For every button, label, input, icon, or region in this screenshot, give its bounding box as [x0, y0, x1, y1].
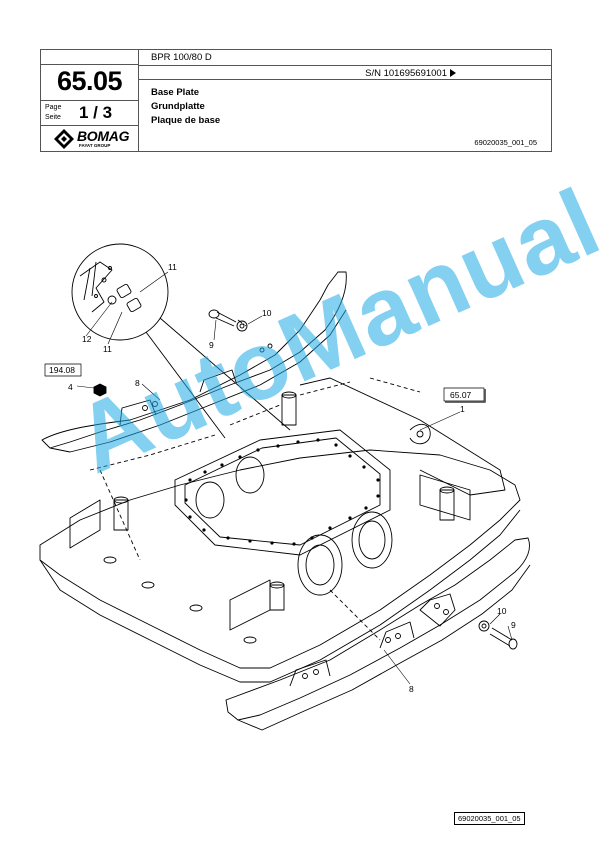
bomag-logo: BOMAG FAYAT GROUP	[53, 128, 133, 150]
callout-8-lower: 8	[409, 684, 414, 694]
nut-item-4	[93, 383, 107, 397]
title-stack: Base Plate Grundplatte Plaque de base	[151, 86, 220, 128]
callout-12: 12	[82, 334, 92, 344]
bomag-diamond-icon	[54, 129, 74, 149]
group-cell: 65.05 Page Seite 1 / 3 BOMAG FAYAT GROUP	[41, 50, 139, 151]
leader-lines	[76, 271, 513, 685]
page-indicator: Page Seite 1 / 3	[41, 100, 138, 126]
logo-wordmark: BOMAG	[77, 128, 130, 144]
title-fr: Plaque de base	[151, 115, 221, 126]
detail-magnifier	[71, 243, 291, 439]
serial-row: S/N 101695691001	[139, 65, 551, 80]
ref-box-65-07[interactable]: 65.07	[443, 387, 486, 403]
group-number: 65.05	[56, 66, 123, 96]
page-label: Page	[45, 104, 62, 111]
drawing-number-footer: 69020035_001_05	[454, 812, 525, 825]
play-arrow-icon	[450, 69, 456, 77]
ref-194-08-label: 194.08	[49, 365, 75, 375]
callout-4: 4	[68, 382, 73, 392]
base-plate-body	[39, 377, 521, 683]
ref-65-07-label: 65.07	[450, 390, 472, 400]
logo-subtitle: FAYAT GROUP	[79, 143, 111, 148]
serial-number: S/N 101695691001	[365, 68, 447, 79]
title-en: Base Plate	[151, 87, 200, 98]
callout-11-upper: 11	[168, 262, 177, 272]
page-label-de: Seite	[45, 114, 61, 121]
title-de: Grundplatte	[151, 101, 205, 112]
model-name: BPR 100/80 D	[151, 52, 212, 63]
drawing-number-header: 69020035_001_05	[474, 138, 537, 147]
callout-1: 1	[460, 404, 465, 414]
front-skid-rail	[225, 537, 531, 731]
screw-item-9-top	[208, 309, 248, 332]
callout-9-upper: 9	[209, 340, 214, 350]
ref-box-194-08[interactable]: 194.08	[44, 363, 82, 377]
callout-9-lower: 9	[511, 620, 516, 630]
title-block: 65.05 Page Seite 1 / 3 BOMAG FAYAT GROUP…	[40, 49, 552, 152]
callout-11-lower: 11	[103, 344, 112, 354]
callout-10-upper: 10	[262, 308, 272, 318]
rear-skid-rail	[41, 271, 347, 453]
page-number: 1 / 3	[79, 103, 113, 122]
callout-10-lower: 10	[497, 606, 507, 616]
callout-8-upper: 8	[135, 378, 140, 388]
screw-item-9-bottom	[478, 620, 518, 650]
